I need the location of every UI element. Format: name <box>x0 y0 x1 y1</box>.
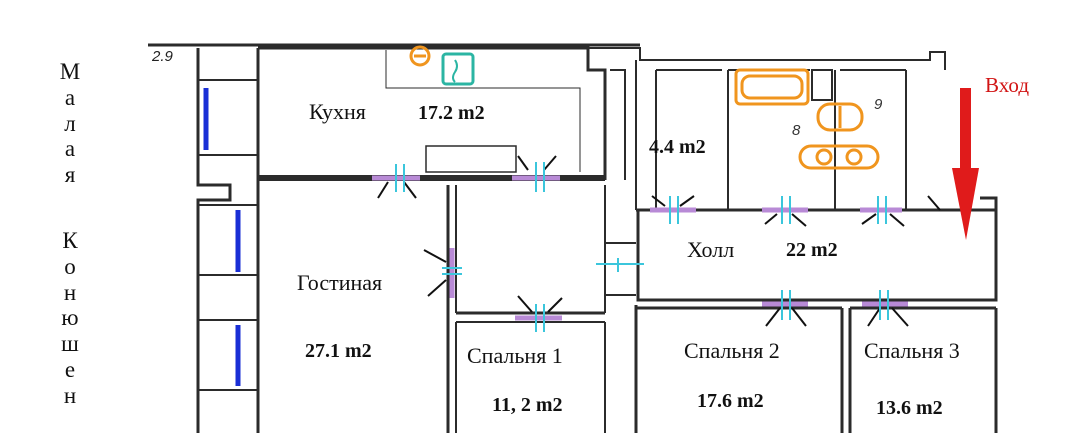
entrance-label: Вход <box>985 73 1030 97</box>
bathtub-icon <box>734 68 810 106</box>
hall-name: Холл <box>687 237 735 262</box>
living-room-name: Гостиная <box>297 270 383 295</box>
walls <box>148 43 998 433</box>
bedroom1-area: 11, 2 m2 <box>492 394 563 416</box>
stove-icon <box>441 52 475 86</box>
fixture-number-8: 8 <box>792 122 801 139</box>
bedroom2-name: Спальня 2 <box>684 338 780 363</box>
bath-area: 4.4 m2 <box>649 136 706 158</box>
fixture-number-9: 9 <box>874 96 883 113</box>
windows <box>203 88 241 386</box>
gas-meter-icon <box>409 45 431 67</box>
bedroom3-area: 13.6 m2 <box>876 397 943 419</box>
door-openings <box>372 175 908 321</box>
entrance-arrow <box>952 88 979 240</box>
kitchen-area: 17.2 m2 <box>418 102 485 124</box>
scale-label: 2.9 <box>152 48 173 65</box>
hall-area: 22 m2 <box>786 239 838 261</box>
kitchen-name: Кухня <box>309 99 366 124</box>
bedroom3-name: Спальня 3 <box>864 338 960 363</box>
opening-ticks <box>395 162 889 332</box>
living-room-area: 27.1 m2 <box>305 340 372 362</box>
bedroom2-area: 17.6 m2 <box>697 390 764 412</box>
toilet-icon <box>798 144 880 170</box>
bedroom1-name: Спальня 1 <box>467 343 563 368</box>
washbasin-icon <box>816 102 864 132</box>
door-swings <box>377 155 941 327</box>
